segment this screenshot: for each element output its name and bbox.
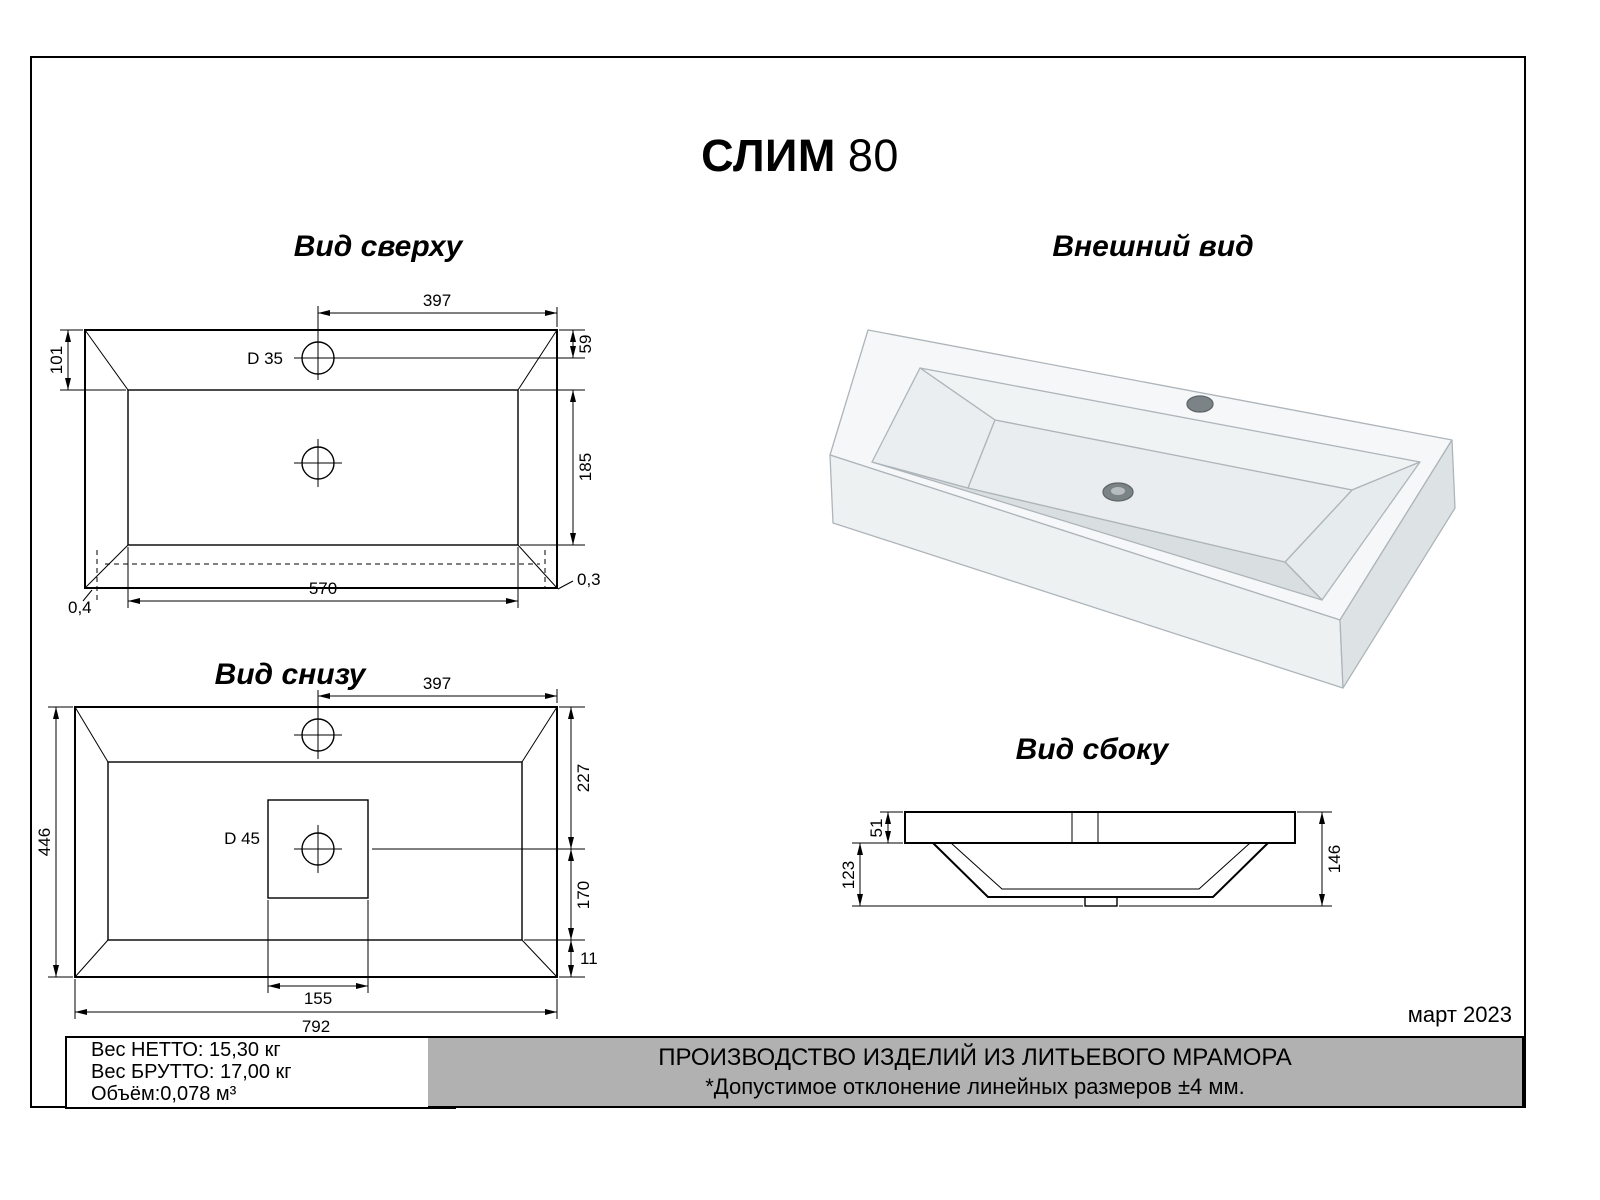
weight-net: Вес НЕТТО: 15,30 кг xyxy=(91,1039,281,1061)
rim-profile xyxy=(904,811,1296,844)
dim-label: 0,4 xyxy=(68,598,92,617)
dim-label: 446 xyxy=(35,828,54,856)
dim-59: 59 xyxy=(342,329,595,359)
drain-hole xyxy=(294,825,342,873)
basin-bottom-outline xyxy=(127,389,519,546)
dim-label-drain-dia: D 45 xyxy=(224,829,260,848)
dim-label: 397 xyxy=(423,291,451,310)
production-banner: ПРОИЗВОДСТВО ИЗДЕЛИЙ ИЗ ЛИТЬЕВОГО МРАМОР… xyxy=(428,1036,1524,1108)
corner-slope xyxy=(84,544,129,589)
corner-slope xyxy=(517,544,558,589)
model-name: СЛИМ xyxy=(701,130,836,182)
dim-label: 227 xyxy=(574,764,593,792)
bowl-profile-inner xyxy=(950,842,1251,890)
dim-label: 570 xyxy=(309,579,337,598)
dim-123: 123 xyxy=(839,842,1083,907)
faucet-hole-icon xyxy=(1186,395,1214,413)
dim-170: 170 xyxy=(524,849,593,941)
dim-227: 227 xyxy=(372,706,593,850)
drain-hole-inner xyxy=(1111,487,1125,495)
dim-label: 397 xyxy=(423,674,451,693)
model-size: 80 xyxy=(847,130,899,182)
top-view-drawing: D 35 397 101 59 185 0,3 0,4 570 xyxy=(47,291,601,617)
volume: Объём:0,078 м³ xyxy=(91,1083,237,1105)
dim-146: 146 xyxy=(1119,811,1344,907)
weight-info-box: Вес НЕТТО: 15,30 кг Вес БРУТТО: 17,00 кг… xyxy=(65,1036,456,1109)
sink-3d xyxy=(829,329,1456,689)
production-title: ПРОИЗВОДСТВО ИЗДЕЛИЙ ИЗ ЛИТЬЕВОГО МРАМОР… xyxy=(658,1044,1292,1071)
dim-label: 155 xyxy=(304,989,332,1008)
view-label-side: Вид сбоку xyxy=(1015,732,1169,766)
view-label-top: Вид сверху xyxy=(293,229,463,263)
corner-slope xyxy=(74,939,109,978)
dim-label: 101 xyxy=(47,346,66,374)
dim-446: 446 xyxy=(35,706,73,978)
dim-label: 51 xyxy=(867,819,886,838)
tolerance-note: *Допустимое отклонение линейных размеров… xyxy=(705,1074,1245,1099)
view-label-under: Вид снизу xyxy=(214,657,366,691)
dim-label-hole-dia: D 35 xyxy=(247,349,283,368)
leader-line xyxy=(557,580,574,590)
view-label-external: Внешний вид xyxy=(1052,229,1254,263)
dim-185: 185 xyxy=(520,389,595,546)
drain-hole xyxy=(294,439,342,487)
dim-label: 146 xyxy=(1325,845,1344,873)
sink-right-face xyxy=(1339,439,1456,689)
corner-slope xyxy=(517,329,558,391)
revision-date: март 2023 xyxy=(1407,1002,1512,1027)
dim-11: 11 xyxy=(559,940,598,978)
corner-slope xyxy=(521,939,558,978)
dim-0-3: 0,3 xyxy=(557,570,601,590)
sink-basin-bottom xyxy=(967,419,1353,563)
outer-outline xyxy=(74,706,558,978)
under-view-drawing: D 45 397 446 227 170 11 155 792 xyxy=(35,674,598,1036)
dim-label: 792 xyxy=(302,1017,330,1036)
drain-recess-box xyxy=(267,799,369,899)
top-view-outline xyxy=(84,329,558,602)
outer-rim-outline xyxy=(84,329,558,589)
dim-label: 170 xyxy=(574,881,593,909)
side-profile xyxy=(904,811,1296,907)
dim-label: 11 xyxy=(580,949,598,968)
corner-slope xyxy=(84,329,129,391)
corner-slope xyxy=(521,706,558,763)
dim-397-under: 397 xyxy=(317,674,558,759)
weight-gross: Вес БРУТТО: 17,00 кг xyxy=(91,1061,292,1083)
dim-155: 155 xyxy=(267,900,369,1008)
dim-570: 570 xyxy=(127,547,519,608)
drain-stub xyxy=(1084,896,1118,907)
dim-0-4: 0,4 xyxy=(68,589,93,617)
corner-slope xyxy=(74,706,109,763)
dim-101: 101 xyxy=(47,329,126,391)
dim-792: 792 xyxy=(74,979,558,1036)
under-view-outline xyxy=(74,706,558,978)
dim-label: 123 xyxy=(839,861,858,889)
dim-51: 51 xyxy=(867,811,903,844)
dim-label: 0,3 xyxy=(577,570,601,589)
dim-label: 185 xyxy=(576,453,595,481)
external-view-drawing xyxy=(829,329,1456,689)
side-view-drawing: 51 123 146 xyxy=(839,811,1344,907)
leader-line xyxy=(82,589,93,602)
dim-label: 59 xyxy=(576,335,595,354)
dim-397-top: 397 xyxy=(317,291,558,380)
basin-underside-outline xyxy=(107,761,523,941)
